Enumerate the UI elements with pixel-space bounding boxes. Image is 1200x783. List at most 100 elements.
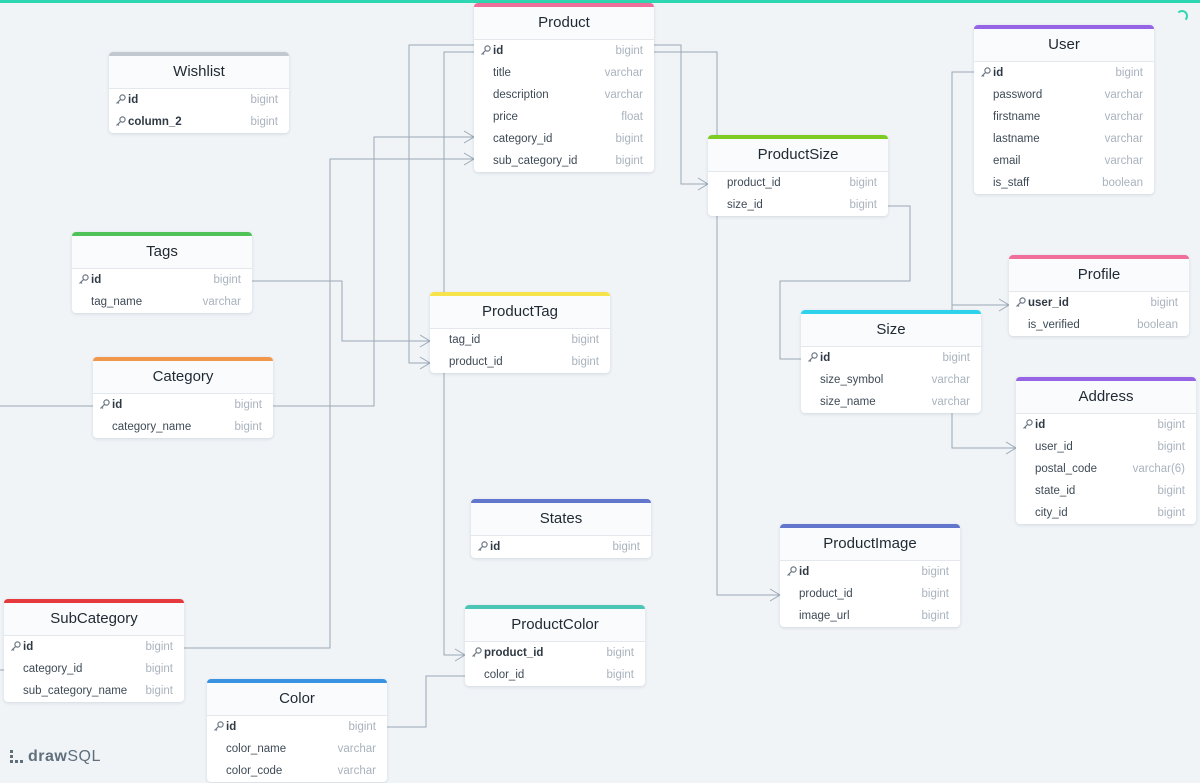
column-name: id [799,566,810,578]
column-name: postal_code [1035,463,1098,475]
column-type: varchar [337,765,376,777]
column-type: bigint [921,566,950,578]
table-title: States [471,503,651,536]
column-name: column_2 [128,116,182,128]
column-row[interactable]: id bigint [4,636,184,658]
primary-key-icon [980,62,991,84]
column-name: color_id [484,669,525,681]
column-row[interactable]: id bigint [801,347,981,369]
column-row[interactable]: price float [474,106,654,128]
column-type: bigint [213,274,242,286]
column-type: float [621,111,643,123]
column-row[interactable]: image_url bigint [780,605,960,627]
column-type: varchar [337,743,376,755]
column-name: category_name [112,421,192,433]
column-name: password [993,89,1043,101]
logo-text-sql: SQL [67,748,101,765]
column-type: bigint [612,541,641,553]
column-name: id [23,641,34,653]
column-type: varchar [931,374,970,386]
column-name: tag_name [91,296,143,308]
column-name: category_id [23,663,83,675]
column-type: boolean [1102,177,1143,189]
column-name: size_symbol [820,374,884,386]
column-name: product_id [799,588,853,600]
column-name: id [112,399,123,411]
table-title: Tags [72,236,252,269]
column-row[interactable]: id bigint [780,561,960,583]
column-type: bigint [849,177,878,189]
table-title: ProductTag [430,296,610,329]
column-type: bigint [145,641,174,653]
column-name: price [493,111,518,123]
drawsql-logo[interactable]: drawSQL [10,748,101,766]
column-row[interactable]: size_symbol varchar [801,369,981,391]
column-type: bigint [942,352,971,364]
column-type: bigint [921,610,950,622]
column-name: id [820,352,831,364]
column-type: bigint [615,133,644,145]
column-name: image_url [799,610,850,622]
column-type: varchar [931,396,970,408]
column-name: product_id [727,177,781,189]
column-type: bigint [571,334,600,346]
column-row[interactable]: product_id bigint [708,172,888,194]
